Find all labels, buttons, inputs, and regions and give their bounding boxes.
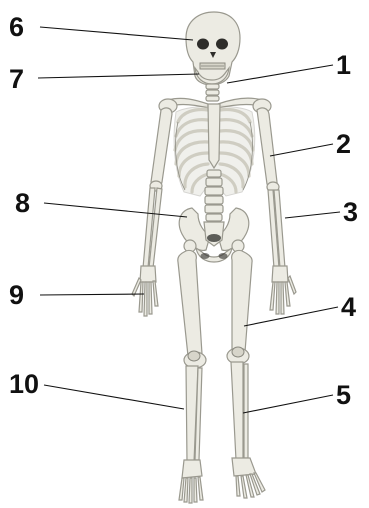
humerus-right (151, 108, 172, 187)
label-6: 6 (9, 12, 24, 42)
label-2: 2 (336, 129, 351, 159)
label-4: 4 (341, 292, 356, 322)
label-7: 7 (9, 64, 24, 94)
leader-line-2 (270, 144, 333, 156)
patella-left (232, 347, 244, 357)
number-labels: 6 7 1 2 3 8 9 4 10 5 (9, 12, 358, 410)
leader-line-4 (244, 307, 338, 326)
label-1: 1 (336, 50, 351, 80)
leader-line-6 (40, 27, 193, 40)
label-10: 10 (9, 369, 39, 399)
leg-left (227, 250, 265, 498)
leader-line-10 (44, 385, 184, 409)
humerus-left (257, 108, 277, 187)
leader-line-9 (40, 294, 144, 295)
leader-line-8 (44, 203, 187, 217)
femur-left (232, 250, 252, 357)
leg-right (178, 250, 206, 503)
sternum (208, 104, 220, 168)
label-8: 8 (15, 188, 30, 218)
leader-line-7 (38, 74, 199, 78)
femur-right (178, 250, 202, 359)
leader-line-1 (227, 65, 333, 83)
arm-left (257, 108, 296, 314)
label-9: 9 (9, 280, 24, 310)
fibula-left (244, 364, 248, 458)
skeleton (132, 12, 296, 503)
cervical-spine (206, 84, 219, 101)
label-5: 5 (336, 380, 351, 410)
spine (205, 170, 223, 221)
leader-line-5 (243, 395, 333, 413)
leader-line-3 (285, 212, 340, 218)
label-3: 3 (343, 197, 358, 227)
tibia-left (231, 362, 243, 460)
patella-right (188, 351, 200, 361)
